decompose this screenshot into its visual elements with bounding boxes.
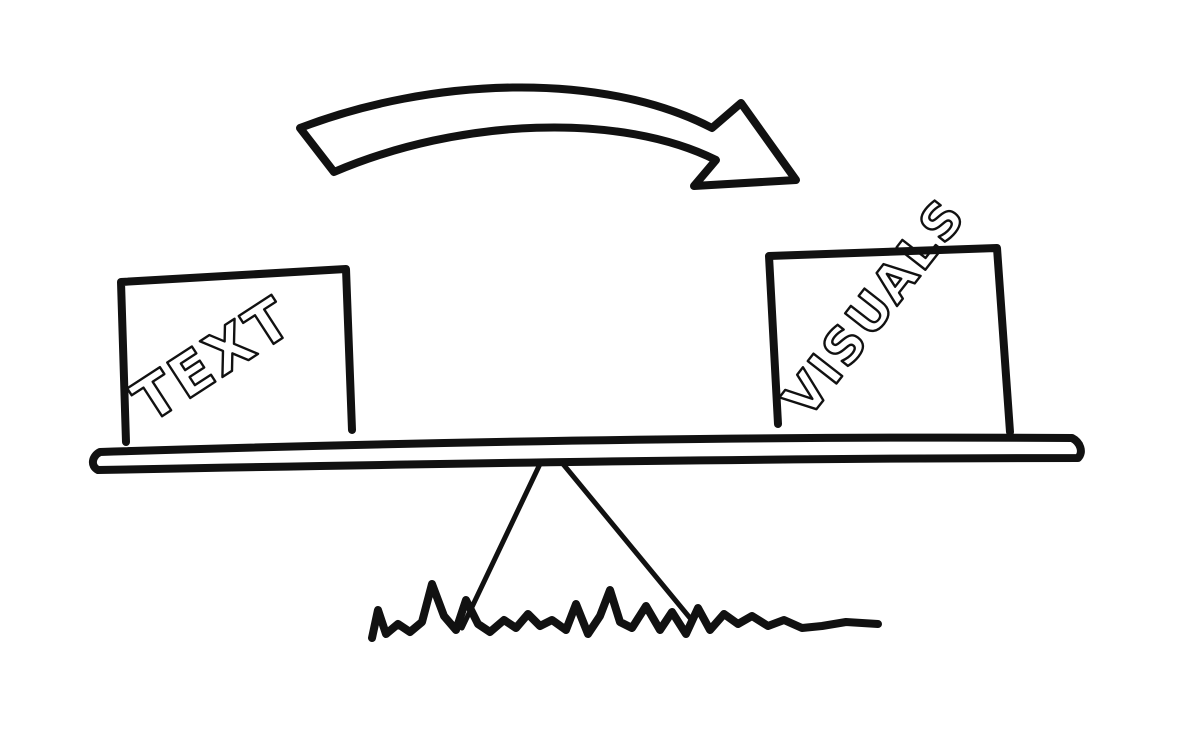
seesaw-plank	[89, 433, 1085, 474]
visuals-box-label: VISUALS	[772, 187, 978, 428]
visuals-box: VISUALS	[765, 186, 1014, 436]
ground-grass	[368, 580, 882, 642]
seesaw-fulcrum	[459, 461, 693, 631]
fulcrum-right-leg	[560, 461, 693, 621]
grass-line	[368, 580, 882, 642]
text-box-outline	[117, 265, 356, 446]
plank-outline	[89, 433, 1085, 474]
transfer-arrow	[296, 83, 800, 190]
fulcrum-left-leg	[459, 461, 543, 631]
text-box-label: TEXT	[121, 283, 305, 436]
arrow-body	[296, 83, 800, 190]
text-box: TEXT	[117, 265, 356, 446]
visuals-box-outline	[765, 244, 1014, 436]
